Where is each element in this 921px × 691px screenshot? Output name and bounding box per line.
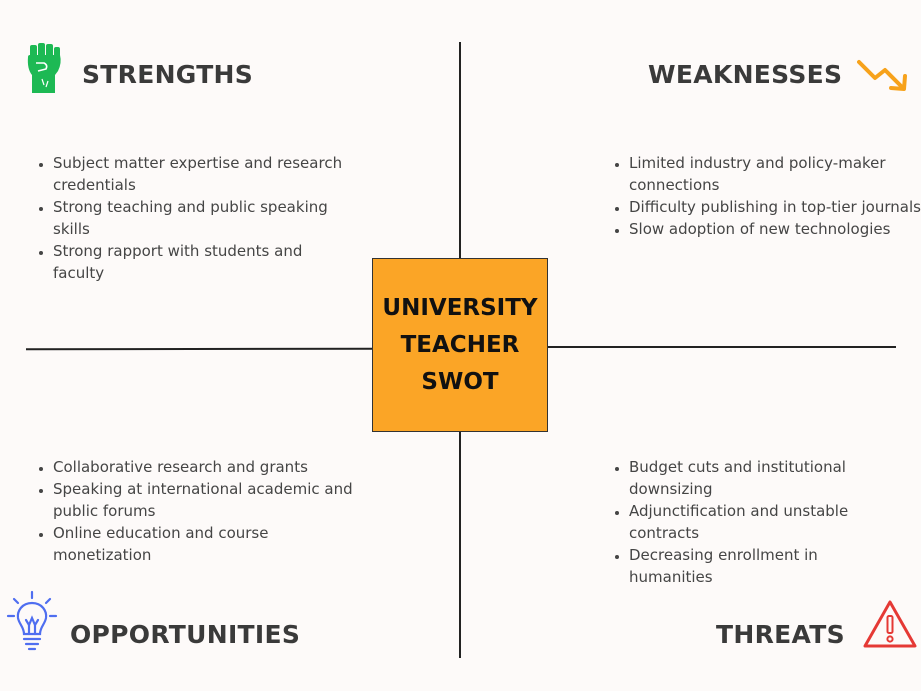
raised-fist-icon: [24, 41, 64, 100]
vertical-divider-bottom: [459, 432, 461, 658]
list-item: Slow adoption of new technologies: [629, 218, 921, 240]
list-item: Adjunctification and unstable contracts: [629, 500, 899, 544]
lightbulb-icon: [6, 590, 58, 659]
warning-triangle-icon: [862, 599, 918, 654]
list-item: Strong teaching and public speaking skil…: [53, 196, 353, 240]
opportunities-title: OPPORTUNITIES: [70, 620, 301, 649]
list-item: Strong rapport with students and faculty: [53, 240, 353, 284]
horizontal-divider-left: [25, 347, 373, 350]
list-item: Budget cuts and institutional downsizing: [629, 456, 899, 500]
list-item: Collaborative research and grants: [53, 456, 353, 478]
center-title: UNIVERSITY TEACHER SWOT: [382, 294, 538, 395]
vertical-divider-top: [459, 42, 461, 258]
opportunities-list: Collaborative research and grants Speaki…: [27, 456, 353, 566]
strengths-list: Subject matter expertise and research cr…: [27, 152, 353, 284]
list-item: Limited industry and policy-maker connec…: [629, 152, 921, 196]
threats-title: THREATS: [716, 620, 845, 649]
list-item: Decreasing enrollment in humanities: [629, 544, 899, 588]
list-item: Difficulty publishing in top-tier journa…: [629, 196, 921, 218]
weaknesses-title: WEAKNESSES: [648, 60, 843, 89]
list-item: Subject matter expertise and research cr…: [53, 152, 353, 196]
threats-list: Budget cuts and institutional downsizing…: [603, 456, 899, 588]
list-item: Speaking at international academic and p…: [53, 478, 353, 522]
strengths-title: STRENGTHS: [82, 60, 254, 89]
trending-down-icon: [857, 58, 911, 99]
center-title-box: UNIVERSITY TEACHER SWOT: [372, 258, 548, 432]
list-item: Online education and course monetization: [53, 522, 353, 566]
weaknesses-list: Limited industry and policy-maker connec…: [603, 152, 921, 240]
horizontal-divider-right: [548, 346, 896, 348]
